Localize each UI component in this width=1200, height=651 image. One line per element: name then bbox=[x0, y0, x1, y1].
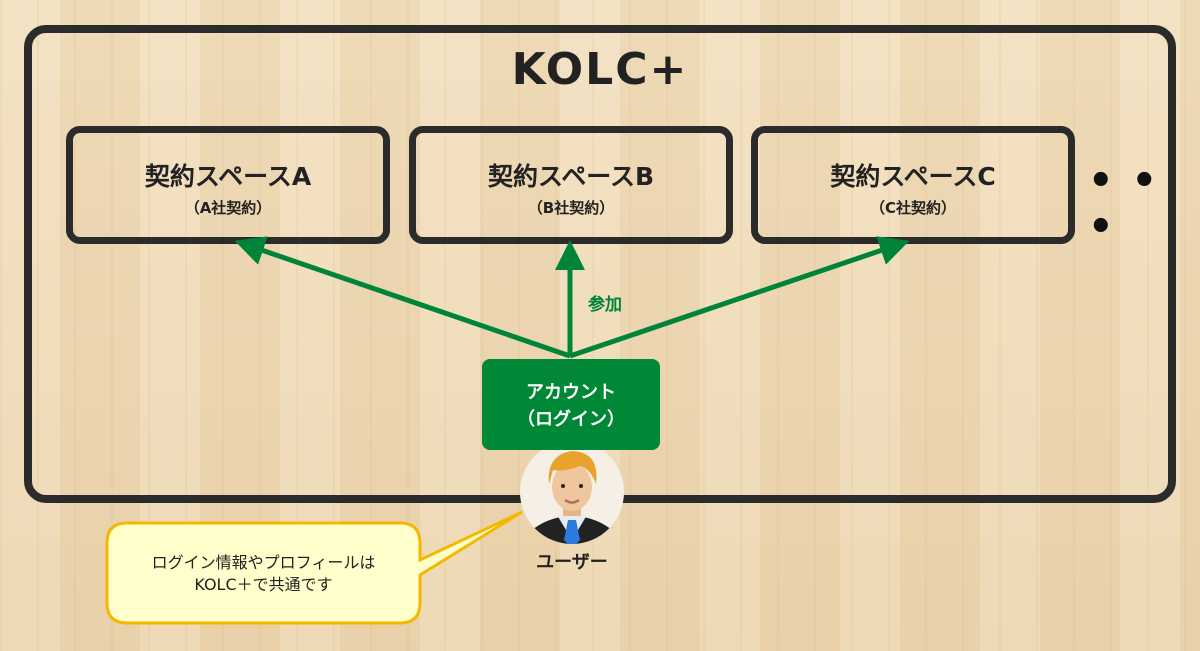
account-label: アカウント bbox=[526, 382, 616, 403]
login-label: （ログイン） bbox=[517, 409, 625, 430]
space-sub: （B社契約） bbox=[527, 199, 615, 217]
contract-space-a: 契約スペースA （A社契約） bbox=[66, 126, 390, 244]
contract-space-c: 契約スペースC （C社契約） bbox=[751, 126, 1075, 244]
arrow-to-space-c bbox=[569, 236, 910, 359]
bubble-line-2: KOLC＋で共通です bbox=[194, 575, 333, 594]
account-login-box: アカウント （ログイン） bbox=[482, 359, 660, 450]
space-name: 契約スペースC bbox=[830, 162, 996, 191]
space-name: 契約スペースA bbox=[144, 162, 312, 191]
speech-bubble bbox=[105, 510, 523, 625]
space-sub: （C社契約） bbox=[869, 199, 956, 217]
user-avatar-icon bbox=[520, 440, 624, 544]
platform-title: KOLC+ bbox=[511, 44, 689, 95]
space-sub: （A社契約） bbox=[184, 199, 272, 217]
join-label: 参加 bbox=[588, 295, 622, 315]
space-name: 契約スペースB bbox=[487, 162, 655, 191]
more-ellipsis: • • • bbox=[1088, 158, 1160, 250]
arrow-to-space-a bbox=[234, 236, 571, 359]
bubble-line-1: ログイン情報やプロフィールは bbox=[151, 553, 376, 572]
bubble-text: ログイン情報やプロフィールは KOLC＋で共通です bbox=[110, 552, 417, 596]
user-label: ユーザー bbox=[536, 552, 608, 573]
